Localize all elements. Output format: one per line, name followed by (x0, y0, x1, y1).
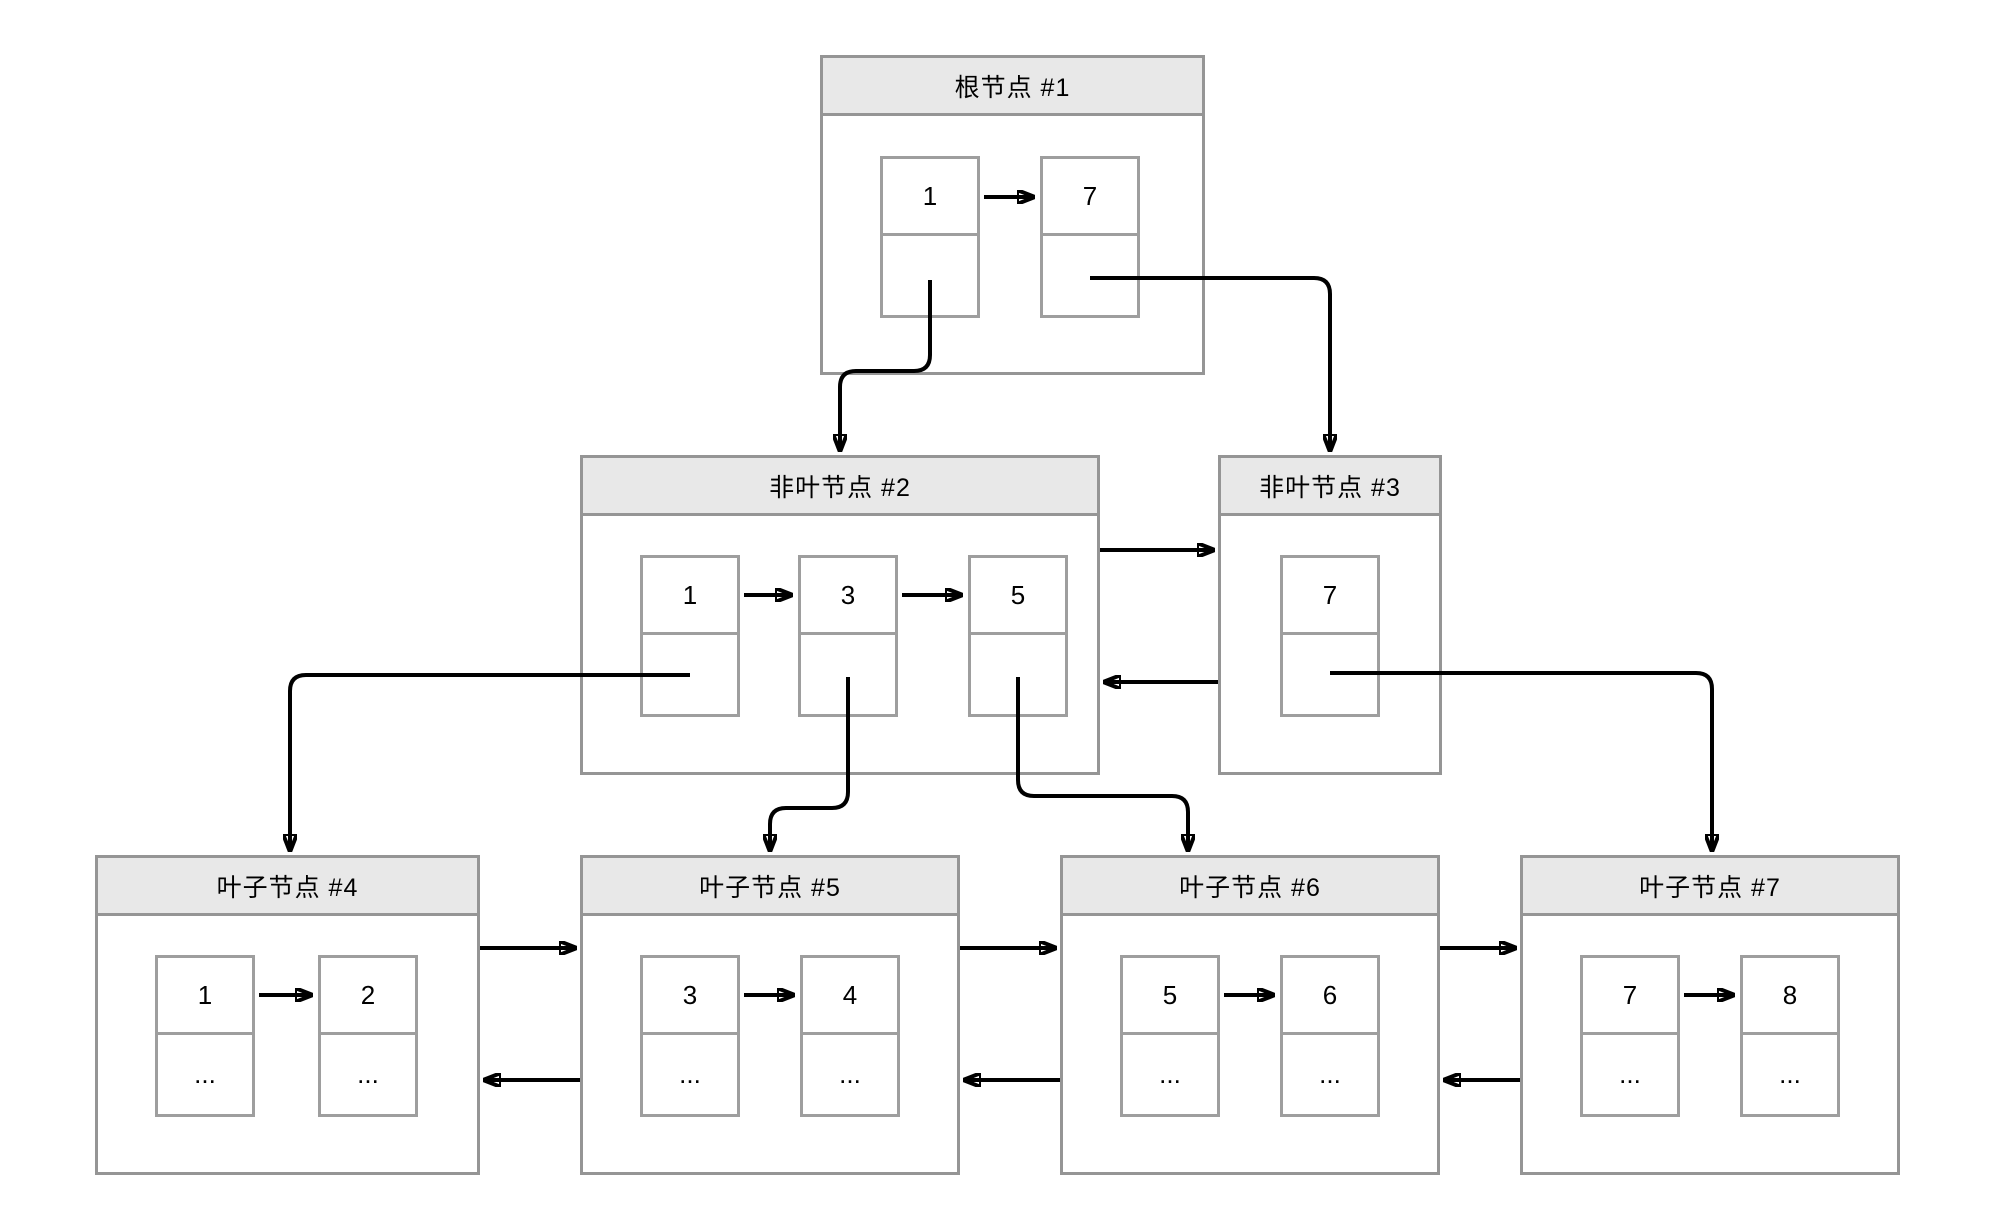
node-leaf-7: 叶子节点 #7 (1520, 855, 1900, 1175)
node-root: 根节点 #1 (820, 55, 1205, 375)
node-title: 叶子节点 #5 (583, 858, 957, 916)
node-title: 叶子节点 #6 (1063, 858, 1437, 916)
node-title: 非叶节点 #3 (1221, 458, 1439, 516)
key-cell: 7 (1580, 955, 1680, 1035)
pointer-cell: ... (640, 1035, 740, 1117)
key-cell: 8 (1740, 955, 1840, 1035)
key-cell: 6 (1280, 955, 1380, 1035)
pointer-cell: ... (1120, 1035, 1220, 1117)
node-leaf-6: 叶子节点 #6 (1060, 855, 1440, 1175)
pointer-cell (1040, 236, 1140, 318)
key-cell: 1 (155, 955, 255, 1035)
pointer-cell: ... (318, 1035, 418, 1117)
node-title: 非叶节点 #2 (583, 458, 1097, 516)
key-cell: 1 (640, 555, 740, 635)
node-title: 叶子节点 #4 (98, 858, 477, 916)
key-cell: 5 (968, 555, 1068, 635)
key-cell: 7 (1040, 156, 1140, 236)
pointer-cell (640, 635, 740, 717)
pointer-cell: ... (800, 1035, 900, 1117)
key-cell: 3 (798, 555, 898, 635)
pointer-cell: ... (155, 1035, 255, 1117)
key-cell: 1 (880, 156, 980, 236)
node-title: 根节点 #1 (823, 58, 1202, 116)
node-title: 叶子节点 #7 (1523, 858, 1897, 916)
pointer-cell: ... (1740, 1035, 1840, 1117)
pointer-cell (798, 635, 898, 717)
pointer-cell: ... (1280, 1035, 1380, 1117)
pointer-cell (968, 635, 1068, 717)
key-cell: 2 (318, 955, 418, 1035)
pointer-cell (1280, 635, 1380, 717)
key-cell: 5 (1120, 955, 1220, 1035)
key-cell: 3 (640, 955, 740, 1035)
node-leaf-5: 叶子节点 #5 (580, 855, 960, 1175)
pointer-cell (880, 236, 980, 318)
node-leaf-4: 叶子节点 #4 (95, 855, 480, 1175)
key-cell: 7 (1280, 555, 1380, 635)
pointer-cell: ... (1580, 1035, 1680, 1117)
key-cell: 4 (800, 955, 900, 1035)
